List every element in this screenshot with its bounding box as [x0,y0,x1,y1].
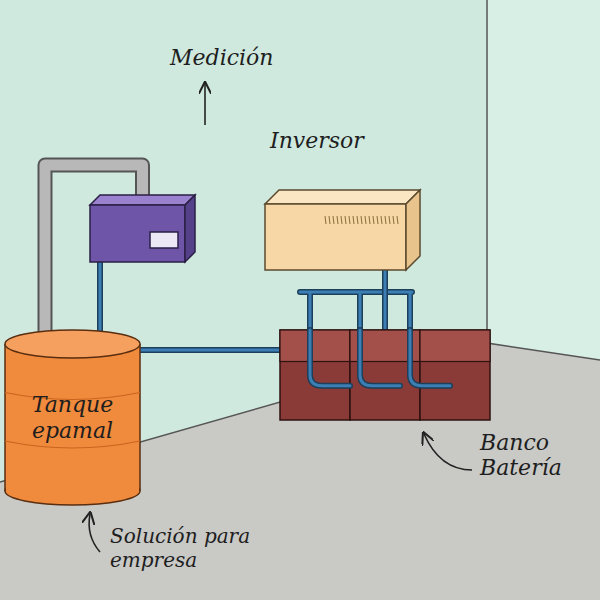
meter-box: Medición [90,195,195,262]
callout-label: Banco Batería [480,430,580,481]
inverter-box: Inversor [265,190,420,270]
tank-side [5,344,140,491]
inverter-top [265,190,420,204]
battery-pipe-casing [300,292,412,332]
caption-note: Solución para empresa [110,524,290,572]
tank-body-cover [6,344,140,491]
meter-front [90,205,185,262]
battery-pipe-loop [360,330,400,386]
battery-cell [420,330,490,420]
inv-outline [265,190,420,270]
battery-cell [280,330,350,420]
water-pipe-casing [97,262,103,336]
node-text: Tanque epamal [17,392,128,443]
water-pipe-casing [140,347,280,353]
battery-pipe-loop [310,330,350,386]
water-pipe [140,350,280,351]
leader-arrow [204,84,206,125]
water-pipe [385,270,386,330]
battery-pipe-loop [410,330,450,386]
bat-outline [280,330,490,420]
battery-pipe-loop [410,330,450,386]
inverter-vents [325,216,398,224]
battery-pipe-loop [310,330,350,386]
tank-top [5,330,140,358]
inverter-side [406,190,420,270]
water-pipe [100,262,101,336]
water-pipe-core [140,349,280,352]
battery-pipe [300,292,412,332]
meter-side [185,195,195,262]
water-pipe-core [384,270,387,330]
battery-cell-top [420,330,490,362]
meter-top [90,195,195,205]
battery-bank: Banco Batería [280,330,490,420]
water-pipe-core [99,262,102,336]
meter-window [150,232,178,248]
leader-arrow [89,514,100,552]
water-pipe-casing [382,270,388,330]
right-wall [487,0,600,360]
tank-cylinder: Tanque epamal [5,330,140,505]
callout-label: Medición [170,45,300,70]
callout-label: Inversor [270,128,420,153]
battery-cell-top [280,330,350,362]
inverter-front [265,204,406,270]
battery-pipe-loop [360,330,400,386]
tank-body [5,344,140,491]
wall-corner-line [0,0,600,482]
leader-arrow [424,434,472,470]
med-outline [90,195,195,262]
